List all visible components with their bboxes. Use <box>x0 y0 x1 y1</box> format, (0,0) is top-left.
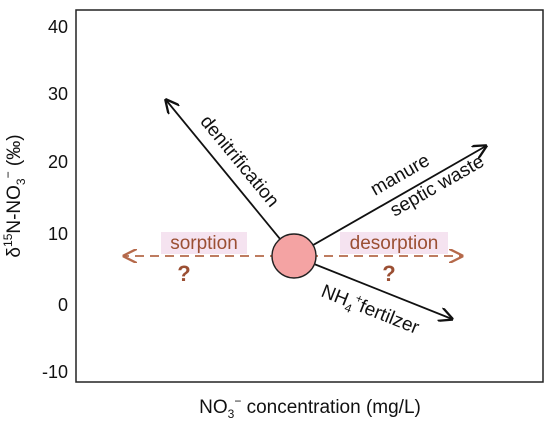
sorption-label-highlight <box>161 232 247 254</box>
sorption-label: sorption <box>170 233 238 254</box>
origin-point-circle <box>271 233 317 279</box>
y-tick-0: 0 <box>58 295 68 315</box>
x-axis-title: NO3− concentration (mg/L) <box>199 394 421 421</box>
y-tick-40: 40 <box>48 17 68 37</box>
y-axis-title: δ15N-NO3− (‰) <box>1 134 28 257</box>
fertilizer-label: NH4+fertilzer <box>317 278 424 342</box>
desorption-question-mark: ? <box>382 261 395 286</box>
y-tick-30: 30 <box>48 84 68 104</box>
plot-frame <box>75 9 544 383</box>
desorption-label: desorption <box>350 233 439 254</box>
desorption-label-highlight <box>340 232 448 254</box>
sorption-question-mark: ? <box>177 261 190 286</box>
y-tick-minus-10: -10 <box>42 362 68 382</box>
denitrification-label: denitrification <box>196 112 283 212</box>
denitrification-arrow <box>166 100 295 257</box>
manure-septic-arrow <box>293 146 486 257</box>
fertilizer-arrow <box>293 255 452 319</box>
y-tick-10: 10 <box>48 224 68 244</box>
y-tick-20: 20 <box>48 152 68 172</box>
